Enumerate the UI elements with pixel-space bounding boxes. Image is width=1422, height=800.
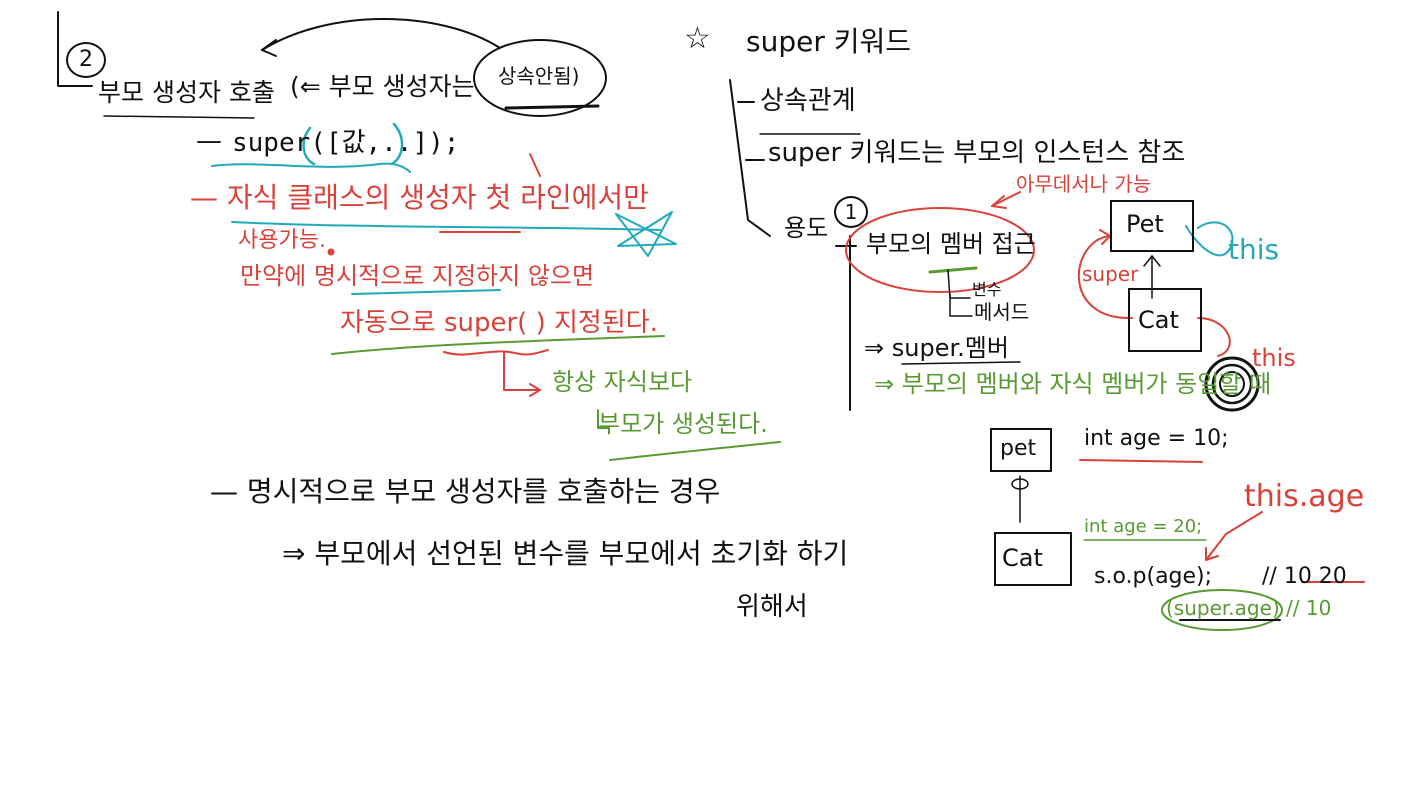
heading-note-circled: 상속안됨) <box>498 64 580 88</box>
super-age-code: (super.age) // 10 <box>1166 596 1332 620</box>
child-age-code: int age = 20; <box>1084 516 1203 537</box>
parent-age-code: int age = 10; <box>1084 426 1229 451</box>
rule-line-2: 사용가능. <box>238 228 326 253</box>
member-method: 메서드 <box>974 300 1030 324</box>
pet-box-label: pet <box>1000 436 1037 461</box>
item-super-reference: super 키워드는 부모의 인스턴스 참조 <box>768 138 1186 168</box>
pet-class-box <box>1110 200 1194 252</box>
super-member: ⇒ super.멤버 <box>864 334 1009 362</box>
explicit-reason: ⇒ 부모에서 선언된 변수를 부모에서 초기화 하기 <box>282 537 849 570</box>
pet-class-label: Pet <box>1126 210 1164 238</box>
super-keyword-title: super 키워드 <box>746 25 912 58</box>
this-label-top: this <box>1228 233 1280 266</box>
star-icon: ☆ <box>684 21 711 56</box>
cat-box <box>994 532 1072 586</box>
explicit-reason-2: 위해서 <box>736 592 808 622</box>
print-age-code: s.o.p(age); <box>1094 564 1213 589</box>
member-access: 부모의 멤버 접근 <box>866 230 1036 258</box>
heading-note: (⇐ 부모 생성자는 <box>290 72 475 101</box>
explicit-heading: — 명시적으로 부모 생성자를 호출하는 경우 <box>210 475 721 508</box>
item-inheritance: 상속관계 <box>760 86 856 116</box>
rule-line-4: 자동으로 super( ) 지정된다. <box>340 308 658 338</box>
rule-line-1: — 자식 클래스의 생성자 첫 라인에서만 <box>190 181 649 214</box>
member-variable: 변수 <box>972 280 1002 299</box>
always-line-1: 항상 자식보다 <box>552 368 693 396</box>
this-label-right: this <box>1252 344 1296 372</box>
super-arrow-label: super <box>1082 262 1139 286</box>
heading: 부모 생성자 호출 <box>98 78 275 107</box>
usage-label: 용도 <box>784 214 829 242</box>
super-syntax: — <box>196 126 222 156</box>
always-line-2: 부모가 생성된다. <box>598 410 768 438</box>
pet-box <box>990 428 1052 472</box>
cat-class-box <box>1128 288 1202 352</box>
print-age-comment: // 10 20 <box>1262 564 1347 589</box>
anywhere-note: 아무데서나 가능 <box>1016 172 1152 196</box>
usage-number: 1 <box>834 196 868 228</box>
cat-box-label: Cat <box>1002 544 1043 572</box>
rule-line-3: 만약에 명시적으로 지정하지 않으면 <box>240 262 595 290</box>
this-age-label: this.age <box>1244 479 1365 514</box>
same-member-note: ⇒ 부모의 멤버와 자식 멤버가 동일할 때 <box>874 370 1272 398</box>
cat-class-label: Cat <box>1138 306 1179 334</box>
super-syntax-code: super([값,..]); <box>232 128 460 158</box>
section-number: 2 <box>66 42 106 78</box>
